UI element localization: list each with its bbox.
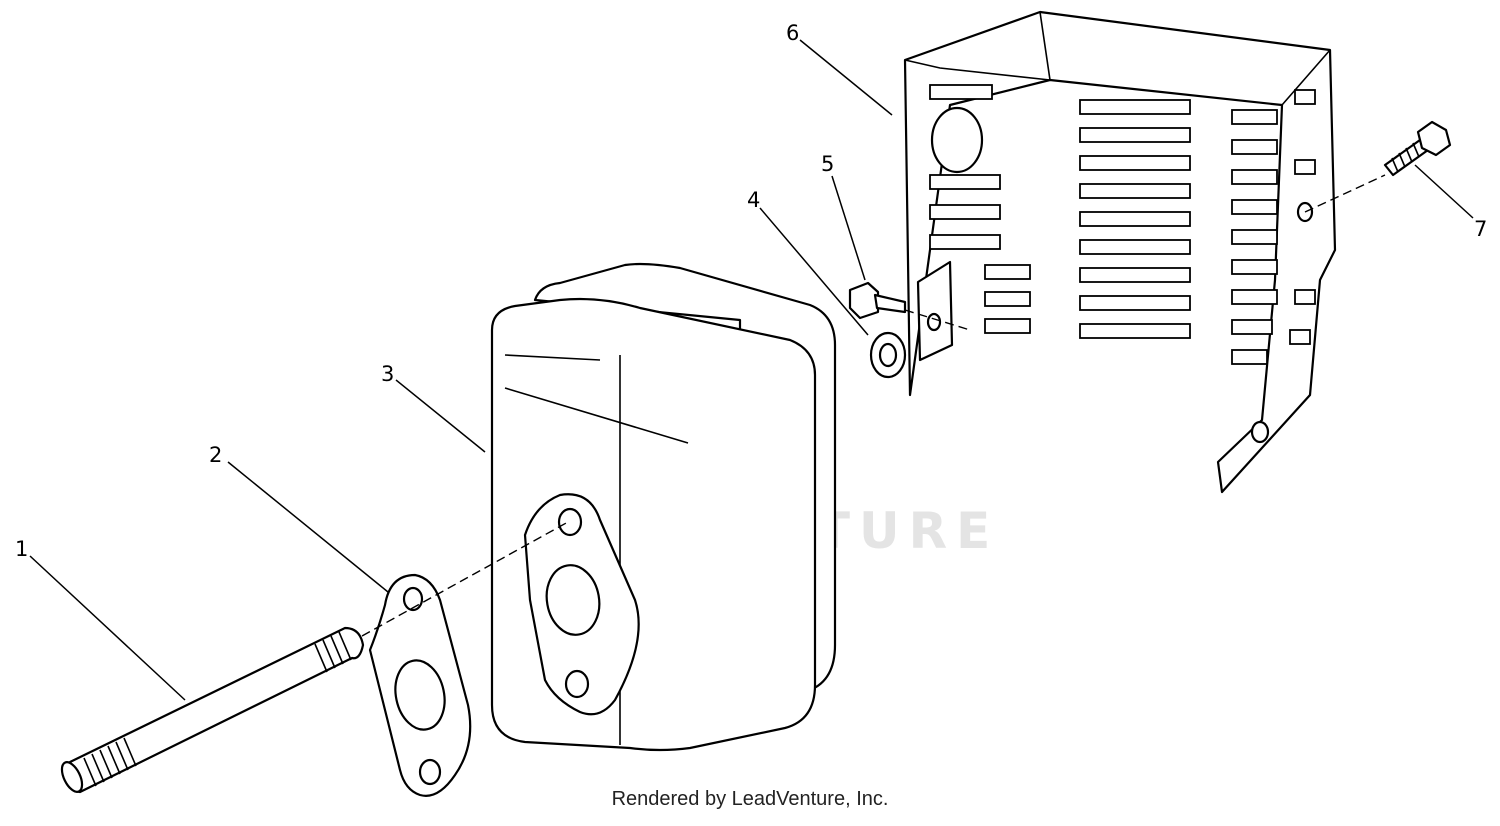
callout-leaders	[29, 39, 1474, 701]
callout-4: 4	[747, 188, 760, 212]
part-5-bolt	[848, 281, 907, 320]
callout-labels: 1 2 3 4 5 6 7	[15, 21, 1487, 561]
part-4-lock-washer	[869, 331, 907, 379]
part-1-stud	[60, 626, 365, 794]
footer-credit: Rendered by LeadVenture, Inc.	[611, 788, 889, 810]
part-7-screw	[1383, 120, 1452, 177]
part-6-shield	[903, 10, 1337, 494]
callout-3: 3	[381, 362, 394, 386]
shield-vent-slots	[929, 84, 1316, 365]
callout-5: 5	[821, 152, 834, 176]
callout-2: 2	[209, 443, 222, 467]
callout-7: 7	[1474, 217, 1487, 241]
part-2-gasket	[368, 573, 472, 797]
callout-1: 1	[15, 537, 28, 561]
callout-6: 6	[786, 21, 799, 45]
assembly-lines	[361, 174, 1386, 637]
part-3-muffler	[490, 262, 837, 752]
